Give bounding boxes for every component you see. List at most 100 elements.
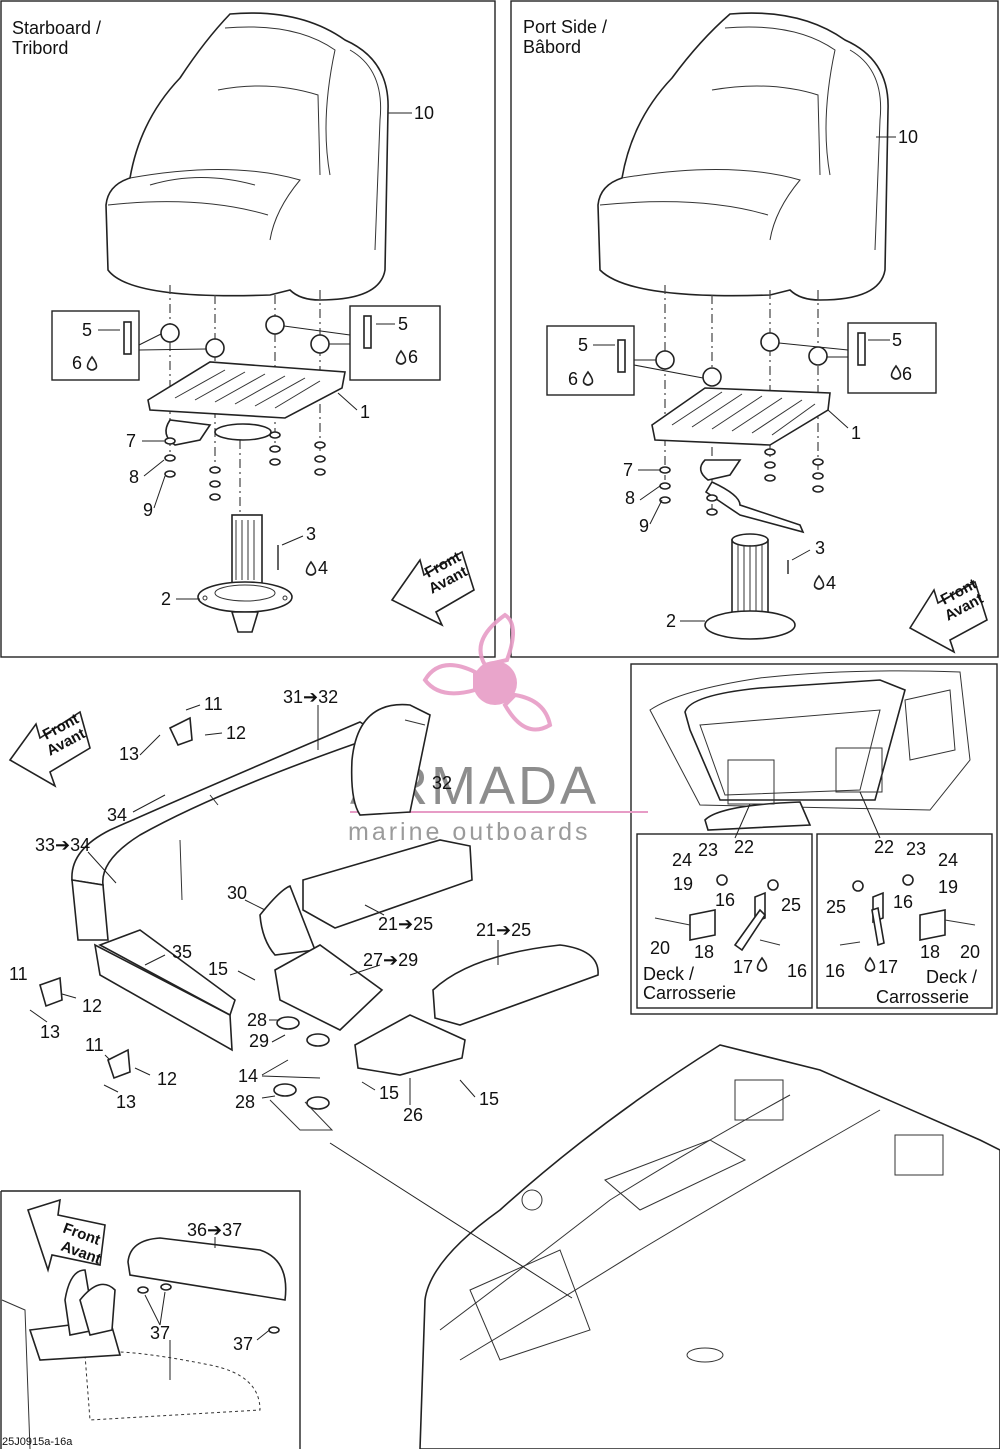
- svg-text:25: 25: [826, 897, 846, 917]
- svg-text:Carrosserie: Carrosserie: [876, 987, 969, 1007]
- svg-text:27➔29: 27➔29: [363, 950, 418, 970]
- starboard-hardware: [164, 431, 326, 570]
- port-leaders: [593, 136, 896, 622]
- front-arrow-bow: Front Avant: [8, 711, 91, 788]
- svg-text:13: 13: [119, 744, 139, 764]
- console-inset-frame: [0, 1190, 301, 1449]
- svg-text:1: 1: [851, 423, 861, 443]
- svg-text:33➔34: 33➔34: [35, 835, 90, 855]
- hinge-assembly-left: [654, 874, 781, 952]
- drop-icon: [86, 349, 407, 576]
- svg-text:29: 29: [249, 1031, 269, 1051]
- port-title-2: Bâbord: [523, 37, 581, 57]
- starboard-slide-plate: [147, 361, 346, 446]
- lid-26: [354, 1014, 466, 1076]
- locker-lid: [649, 670, 971, 831]
- footer-code: 25J0915a-16a: [2, 1436, 73, 1448]
- svg-text:11: 11: [9, 964, 28, 984]
- armada-logo: [422, 612, 553, 732]
- front-arrow-console: Front Avant: [26, 1198, 106, 1273]
- svg-text:37: 37: [233, 1334, 253, 1354]
- svg-text:3: 3: [815, 538, 825, 558]
- watermark-tagline: marine outboards: [348, 818, 591, 846]
- svg-text:16: 16: [825, 961, 845, 981]
- hinge-right-box: [816, 833, 993, 1009]
- svg-text:11: 11: [85, 1035, 104, 1055]
- svg-text:8: 8: [625, 488, 635, 508]
- svg-text:4: 4: [318, 558, 328, 578]
- svg-text:1: 1: [360, 402, 370, 422]
- port-panel-frame: [510, 0, 999, 658]
- svg-text:13: 13: [40, 1022, 60, 1042]
- svg-text:36➔37: 36➔37: [187, 1220, 242, 1240]
- svg-text:17: 17: [733, 957, 753, 977]
- svg-text:2: 2: [666, 611, 676, 631]
- front-arrow-port: Front Avant: [908, 576, 988, 654]
- svg-text:20: 20: [960, 942, 980, 962]
- port-stud-box-right: [847, 322, 937, 394]
- svg-text:13: 13: [116, 1092, 136, 1112]
- svg-text:21➔25: 21➔25: [476, 920, 531, 940]
- svg-text:3: 3: [306, 524, 316, 544]
- port-drop-icons: [582, 364, 902, 590]
- svg-text:Deck /: Deck /: [643, 964, 694, 984]
- console-armrest: [1, 1237, 287, 1449]
- svg-text:19: 19: [673, 874, 693, 894]
- svg-text:9: 9: [143, 500, 153, 520]
- svg-text:15: 15: [208, 959, 228, 979]
- port-slide-plate: [651, 387, 831, 534]
- hull-leader: [329, 1142, 573, 1299]
- hinge-inset-frame: [630, 663, 998, 1015]
- hinge-detail-right: [835, 747, 883, 793]
- cushion-27: [274, 944, 384, 1031]
- svg-text:35: 35: [172, 942, 192, 962]
- starboard-stud-box-left: [51, 310, 140, 381]
- svg-text:28: 28: [247, 1010, 267, 1030]
- cupholders-28: [269, 1016, 334, 1131]
- starboard-seat: [105, 12, 389, 301]
- svg-text:7: 7: [126, 431, 136, 451]
- starboard-title-1: Starboard /: [12, 18, 101, 38]
- svg-text:12: 12: [82, 996, 102, 1016]
- svg-text:6: 6: [568, 369, 578, 389]
- svg-text:17: 17: [878, 957, 898, 977]
- svg-text:34: 34: [107, 805, 127, 825]
- port-callouts: 10 5 6 5 6 1 7 8 9 2 3 4: [568, 127, 918, 631]
- svg-text:28: 28: [235, 1092, 255, 1112]
- port-hardware: [659, 448, 824, 574]
- hull: [419, 1044, 1000, 1449]
- starboard-post: [197, 514, 293, 633]
- svg-text:16: 16: [787, 961, 807, 981]
- svg-text:6: 6: [72, 353, 82, 373]
- svg-text:16: 16: [893, 892, 913, 912]
- cushion-21-right: [432, 944, 599, 1026]
- starboard-title-2: Tribord: [12, 38, 68, 58]
- bow-leaders: [29, 704, 499, 1105]
- starboard-panel-frame: [0, 0, 496, 658]
- svg-text:20: 20: [650, 938, 670, 958]
- hinges-11: [39, 716, 193, 1080]
- svg-text:12: 12: [226, 723, 246, 743]
- svg-text:Carrosserie: Carrosserie: [643, 983, 736, 1003]
- svg-text:21➔25: 21➔25: [378, 914, 433, 934]
- svg-text:11: 11: [204, 694, 223, 714]
- svg-text:19: 19: [938, 877, 958, 897]
- hinge-assembly-right: [839, 874, 976, 947]
- svg-text:23: 23: [698, 840, 718, 860]
- front-arrow-starboard: Front Avant: [390, 549, 475, 627]
- svg-text:15: 15: [479, 1089, 499, 1109]
- starboard-callouts: 10 5 6 5 6 1 7 8 9 2 3 4: [72, 103, 434, 609]
- svg-text:32: 32: [432, 773, 452, 793]
- hinge-detail-left: [727, 759, 775, 805]
- svg-text:26: 26: [403, 1105, 423, 1125]
- port-title-1: Port Side /: [523, 17, 607, 37]
- starboard-studs: [123, 315, 372, 358]
- svg-text:6: 6: [902, 364, 912, 384]
- console-callouts: 36➔37 37 37: [137, 1220, 280, 1380]
- svg-text:10: 10: [898, 127, 918, 147]
- port-seat: [597, 12, 889, 301]
- svg-text:24: 24: [672, 850, 692, 870]
- svg-text:5: 5: [398, 314, 408, 334]
- starboard-stud-box-right: [349, 305, 441, 381]
